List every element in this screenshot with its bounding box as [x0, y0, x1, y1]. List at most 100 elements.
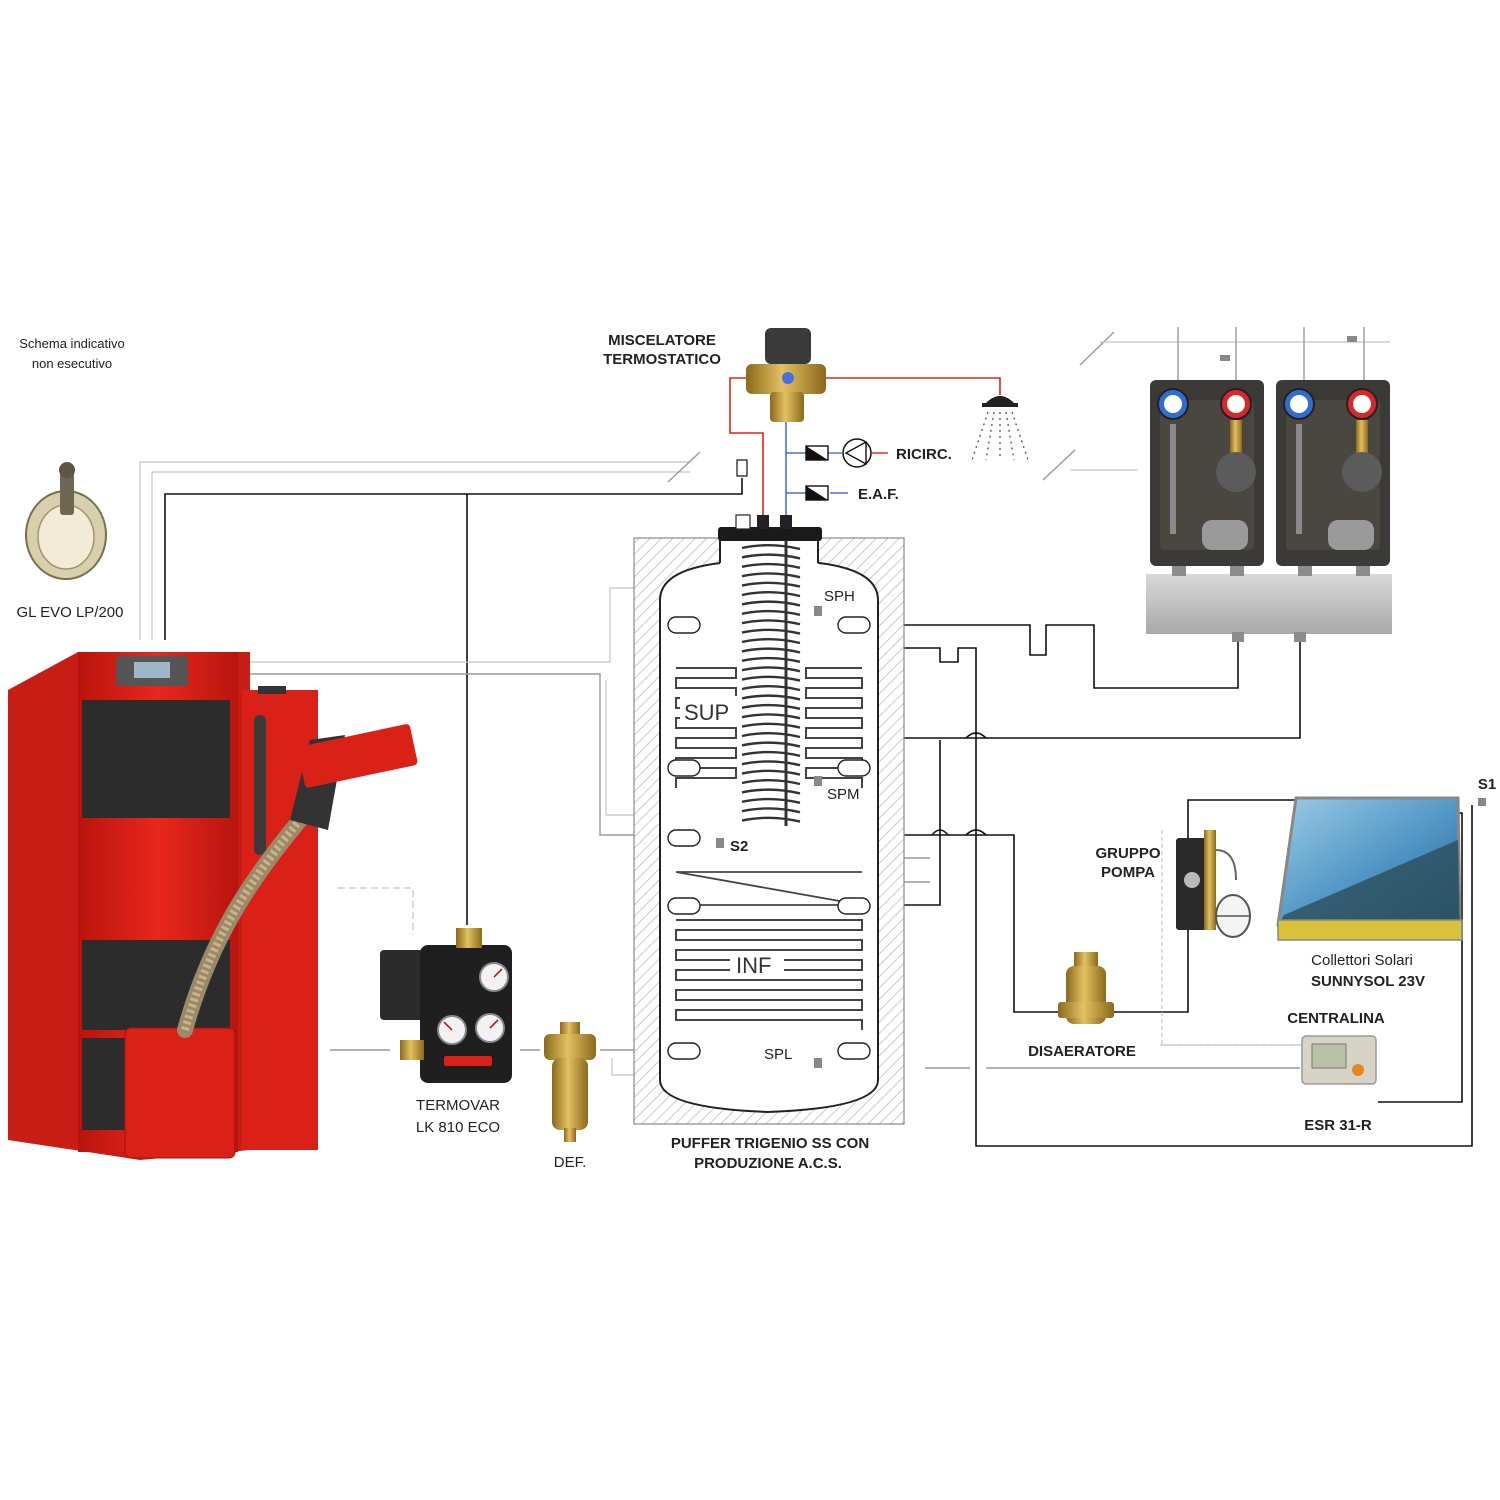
sensor-s1-label: S1 [1478, 776, 1496, 793]
air-separator: DISAERATORE [1028, 952, 1136, 1060]
thermometer-icon [475, 1013, 505, 1043]
boiler-hopper-slot [254, 715, 266, 855]
wiring-and-piping [139, 327, 1473, 1147]
vent-valve-icon [736, 459, 748, 477]
thermometer-icon [1184, 872, 1200, 888]
burner-gl-evo-cap [59, 462, 75, 478]
pipe-hot-to-shower [822, 377, 1001, 395]
pump-icon [1216, 452, 1256, 492]
pipe-puffer-group2 [976, 640, 1301, 739]
puffer-stubs [667, 616, 871, 1060]
puffer-flange [718, 527, 822, 541]
puffer-label-line2: PRODUZIONE A.C.S. [694, 1155, 842, 1172]
sensor-sph-label: SPH [824, 588, 855, 605]
burner-label: GL EVO LP/200 [16, 604, 123, 621]
ricirc-label: RICIRC. [896, 446, 952, 463]
pump-group-1-motor [1202, 520, 1248, 550]
pipe-cross-3 [931, 829, 949, 836]
burner-gl-evo: GL EVO LP/200 [16, 462, 124, 621]
collettori-label-line1: Collettori Solari [1311, 952, 1413, 969]
mixer-label-line1: MISCELATORE [608, 332, 716, 349]
disaeratore-fittings [1058, 1002, 1114, 1018]
pipe-puffer-group1 [868, 624, 1239, 689]
wire-dashed-boiler [338, 887, 414, 935]
mixer-outlet [770, 392, 804, 422]
pump-group-2 [1276, 380, 1390, 566]
wire-break-3 [1079, 331, 1115, 366]
thermometer-icon [479, 962, 509, 992]
pipe-hot-to-mixer [729, 377, 764, 523]
termovar-pump-head [380, 950, 430, 1020]
collettori-label-line2: SUNNYSOL 23V [1311, 973, 1425, 990]
solar-pump-pipe [1204, 830, 1216, 930]
boiler-feed-motor [297, 724, 418, 788]
check-valve-icon [805, 445, 829, 461]
puffer-sensor-wells [716, 606, 822, 1068]
sensor-spm-label: SPM [827, 786, 860, 803]
puffer-tank: SUP INF SPH SPM S2 SPL PUFFER TRIGENIO S… [633, 514, 905, 1172]
sensor-s1-well [1478, 798, 1486, 806]
thermometer-icon-face [1353, 395, 1371, 413]
thermometer-icon [437, 1015, 467, 1045]
boiler-pellet-burner [124, 1027, 236, 1159]
sensor-spl-label: SPL [764, 1046, 792, 1063]
mixer-cold-mark [782, 372, 794, 384]
boiler-hopper-handle [258, 686, 286, 694]
pipe-sensor-s1 [870, 647, 1473, 1147]
centralina-display [1311, 1043, 1347, 1069]
centralina-label: CENTRALINA [1287, 1010, 1385, 1027]
termovar-label-line1: TERMOVAR [416, 1097, 500, 1114]
disaeratore-label: DISAERATORE [1028, 1043, 1136, 1060]
puffer-neck [719, 540, 819, 563]
boiler-display [134, 662, 170, 678]
termovar-left-fitting [400, 1040, 424, 1060]
thermostatic-mixer: MISCELATORE TERMOSTATICO [603, 328, 826, 422]
expansion-hose [1215, 849, 1237, 881]
def-body [552, 1058, 588, 1130]
sup-mask [680, 696, 740, 726]
shower-icon [971, 396, 1029, 461]
solar-pump-group: GRUPPO POMPA [1095, 830, 1251, 938]
esr-label: ESR 31-R [1304, 1117, 1372, 1134]
def-head [544, 1034, 596, 1060]
manifold-outlet [1232, 632, 1244, 642]
pump-group-2-motor [1328, 520, 1374, 550]
boiler-feed-hose-rib [181, 817, 304, 1032]
pipe-cross-2 [965, 829, 987, 836]
pump-icon [842, 438, 872, 468]
wire-tag-2 [1347, 336, 1357, 342]
burner-gl-evo-stem [60, 465, 74, 515]
schema-note: Schema indicativo non esecutivo [19, 336, 125, 371]
pellet-boiler [8, 652, 418, 1160]
schema-note-line2: non esecutivo [32, 356, 112, 371]
dirt-separator: DEF. [544, 1022, 596, 1171]
inf-mask [730, 951, 784, 979]
solar-controller: CENTRALINA ESR 31-R [1287, 1010, 1385, 1134]
wire-break-2 [1042, 449, 1076, 481]
collector-absorber [1278, 840, 1460, 925]
manifold-stub [1172, 566, 1186, 576]
mixer-label-line2: TERMOSTATICO [603, 351, 721, 368]
check-valve-icon [805, 485, 829, 501]
gruppo-pompa-line2: POMPA [1101, 864, 1155, 881]
boiler-top-door [82, 700, 230, 818]
solar-collector: Collettori Solari SUNNYSOL 23V S1 [1276, 776, 1496, 990]
def-drain [564, 1128, 576, 1142]
heating-pump-groups [1146, 380, 1392, 642]
puffer-inf-coil [675, 871, 863, 1030]
manifold-stub [1356, 566, 1370, 576]
eaf-label: E.A.F. [858, 486, 899, 503]
pump-group-1 [1150, 380, 1264, 566]
def-label: DEF. [554, 1154, 587, 1171]
def-cap [560, 1022, 580, 1036]
pump-group-1-pipe [1230, 420, 1242, 460]
termovar-label-line2: LK 810 ECO [416, 1119, 500, 1136]
centralina-knob [1352, 1064, 1364, 1076]
thermometer-icon-face [1227, 395, 1245, 413]
hydraulic-manifold [1146, 574, 1392, 634]
recirc-group: RICIRC. E.A.F. [736, 438, 952, 503]
disaeratore-cap [1074, 952, 1098, 968]
collector-frame [1277, 919, 1463, 941]
thermometer-icon-face [1290, 395, 1308, 413]
